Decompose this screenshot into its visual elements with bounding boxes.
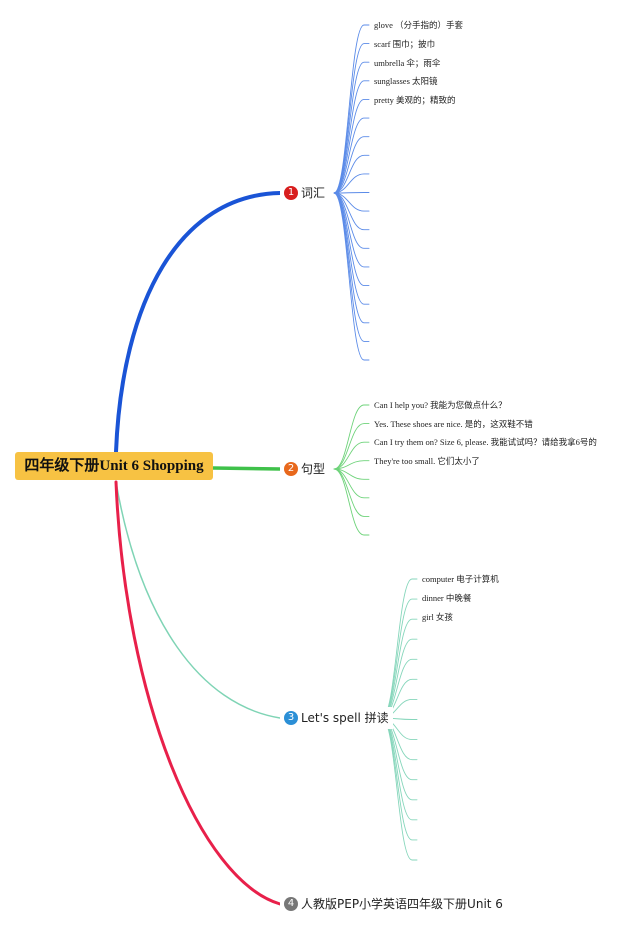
leaf-item[interactable]: Yes. These shoes are nice. 是的，这双鞋不错 (374, 419, 533, 429)
leaf-connector-line (333, 460, 370, 470)
branch-sentences[interactable]: 2 句型 (280, 458, 330, 480)
number-badge-icon: 1 (284, 186, 298, 200)
leaf-connector-line (333, 441, 370, 470)
leaf-item[interactable]: dinner 中晚餐 (422, 593, 472, 603)
leaf-connector-line (381, 717, 418, 821)
leaf-connector-line (381, 598, 418, 719)
branch-vocabulary[interactable]: 1 词汇 (280, 182, 330, 204)
leaf-connector-line (333, 136, 370, 194)
leaf-connector-line (333, 468, 370, 480)
leaf-item[interactable]: sunglasses 太阳镜 (374, 76, 438, 86)
leaf-connector-line (333, 404, 370, 470)
leaf-item[interactable]: Can I help you? 我能为您做点什么？ (374, 400, 507, 410)
connector-line (114, 480, 282, 906)
leaf-connector-line (333, 192, 370, 194)
number-badge-icon: 3 (284, 711, 298, 725)
branch-label: 人教版PEP小学英语四年级下册Unit 6 (301, 897, 503, 911)
leaf-connector-line (333, 468, 370, 536)
leaf-connector-line (333, 192, 370, 231)
leaf-connector-line (333, 423, 370, 470)
branch-label: Let's spell 拼读 (301, 711, 389, 725)
root-label: 四年级下册Unit 6 Shopping (24, 458, 204, 474)
connector-line (114, 191, 282, 454)
leaf-connector-line (333, 192, 370, 361)
connector-line (115, 481, 281, 719)
leaf-item[interactable]: glove （分手指的）手套 (374, 20, 464, 30)
number-badge-icon: 4 (284, 897, 298, 911)
number-badge-icon: 2 (284, 462, 298, 476)
leaf-connector-line (333, 154, 370, 194)
leaf-item[interactable]: pretty 美观的；精致的 (374, 95, 456, 105)
leaf-connector-line (333, 468, 370, 517)
leaf-connector-line (381, 717, 418, 841)
branch-label: 词汇 (301, 186, 326, 200)
leaf-item[interactable]: umbrella 伞；雨伞 (374, 58, 441, 68)
branch-lets-spell[interactable]: 3 Let's spell 拼读 (280, 707, 393, 729)
leaf-connector-line (333, 98, 370, 194)
connector-line (211, 466, 282, 471)
leaf-item[interactable]: girl 女孩 (422, 612, 453, 622)
leaf-connector-line (333, 61, 370, 194)
leaf-item[interactable]: They're too small. 它们太小了 (374, 456, 480, 466)
leaf-item[interactable]: computer 电子计算机 (422, 574, 499, 584)
leaf-item[interactable]: scarf 围巾；披巾 (374, 39, 436, 49)
leaf-item[interactable]: Can I try them on? Size 6, please. 我能试试吗… (374, 437, 597, 447)
root-node[interactable]: 四年级下册Unit 6 Shopping (15, 452, 213, 480)
leaf-connector-line (333, 117, 370, 194)
leaf-connector-line (333, 173, 370, 194)
branch-textbook-title[interactable]: 4 人教版PEP小学英语四年级下册Unit 6 (280, 893, 507, 915)
leaf-connector-line (381, 578, 418, 719)
branch-label: 句型 (301, 462, 326, 476)
